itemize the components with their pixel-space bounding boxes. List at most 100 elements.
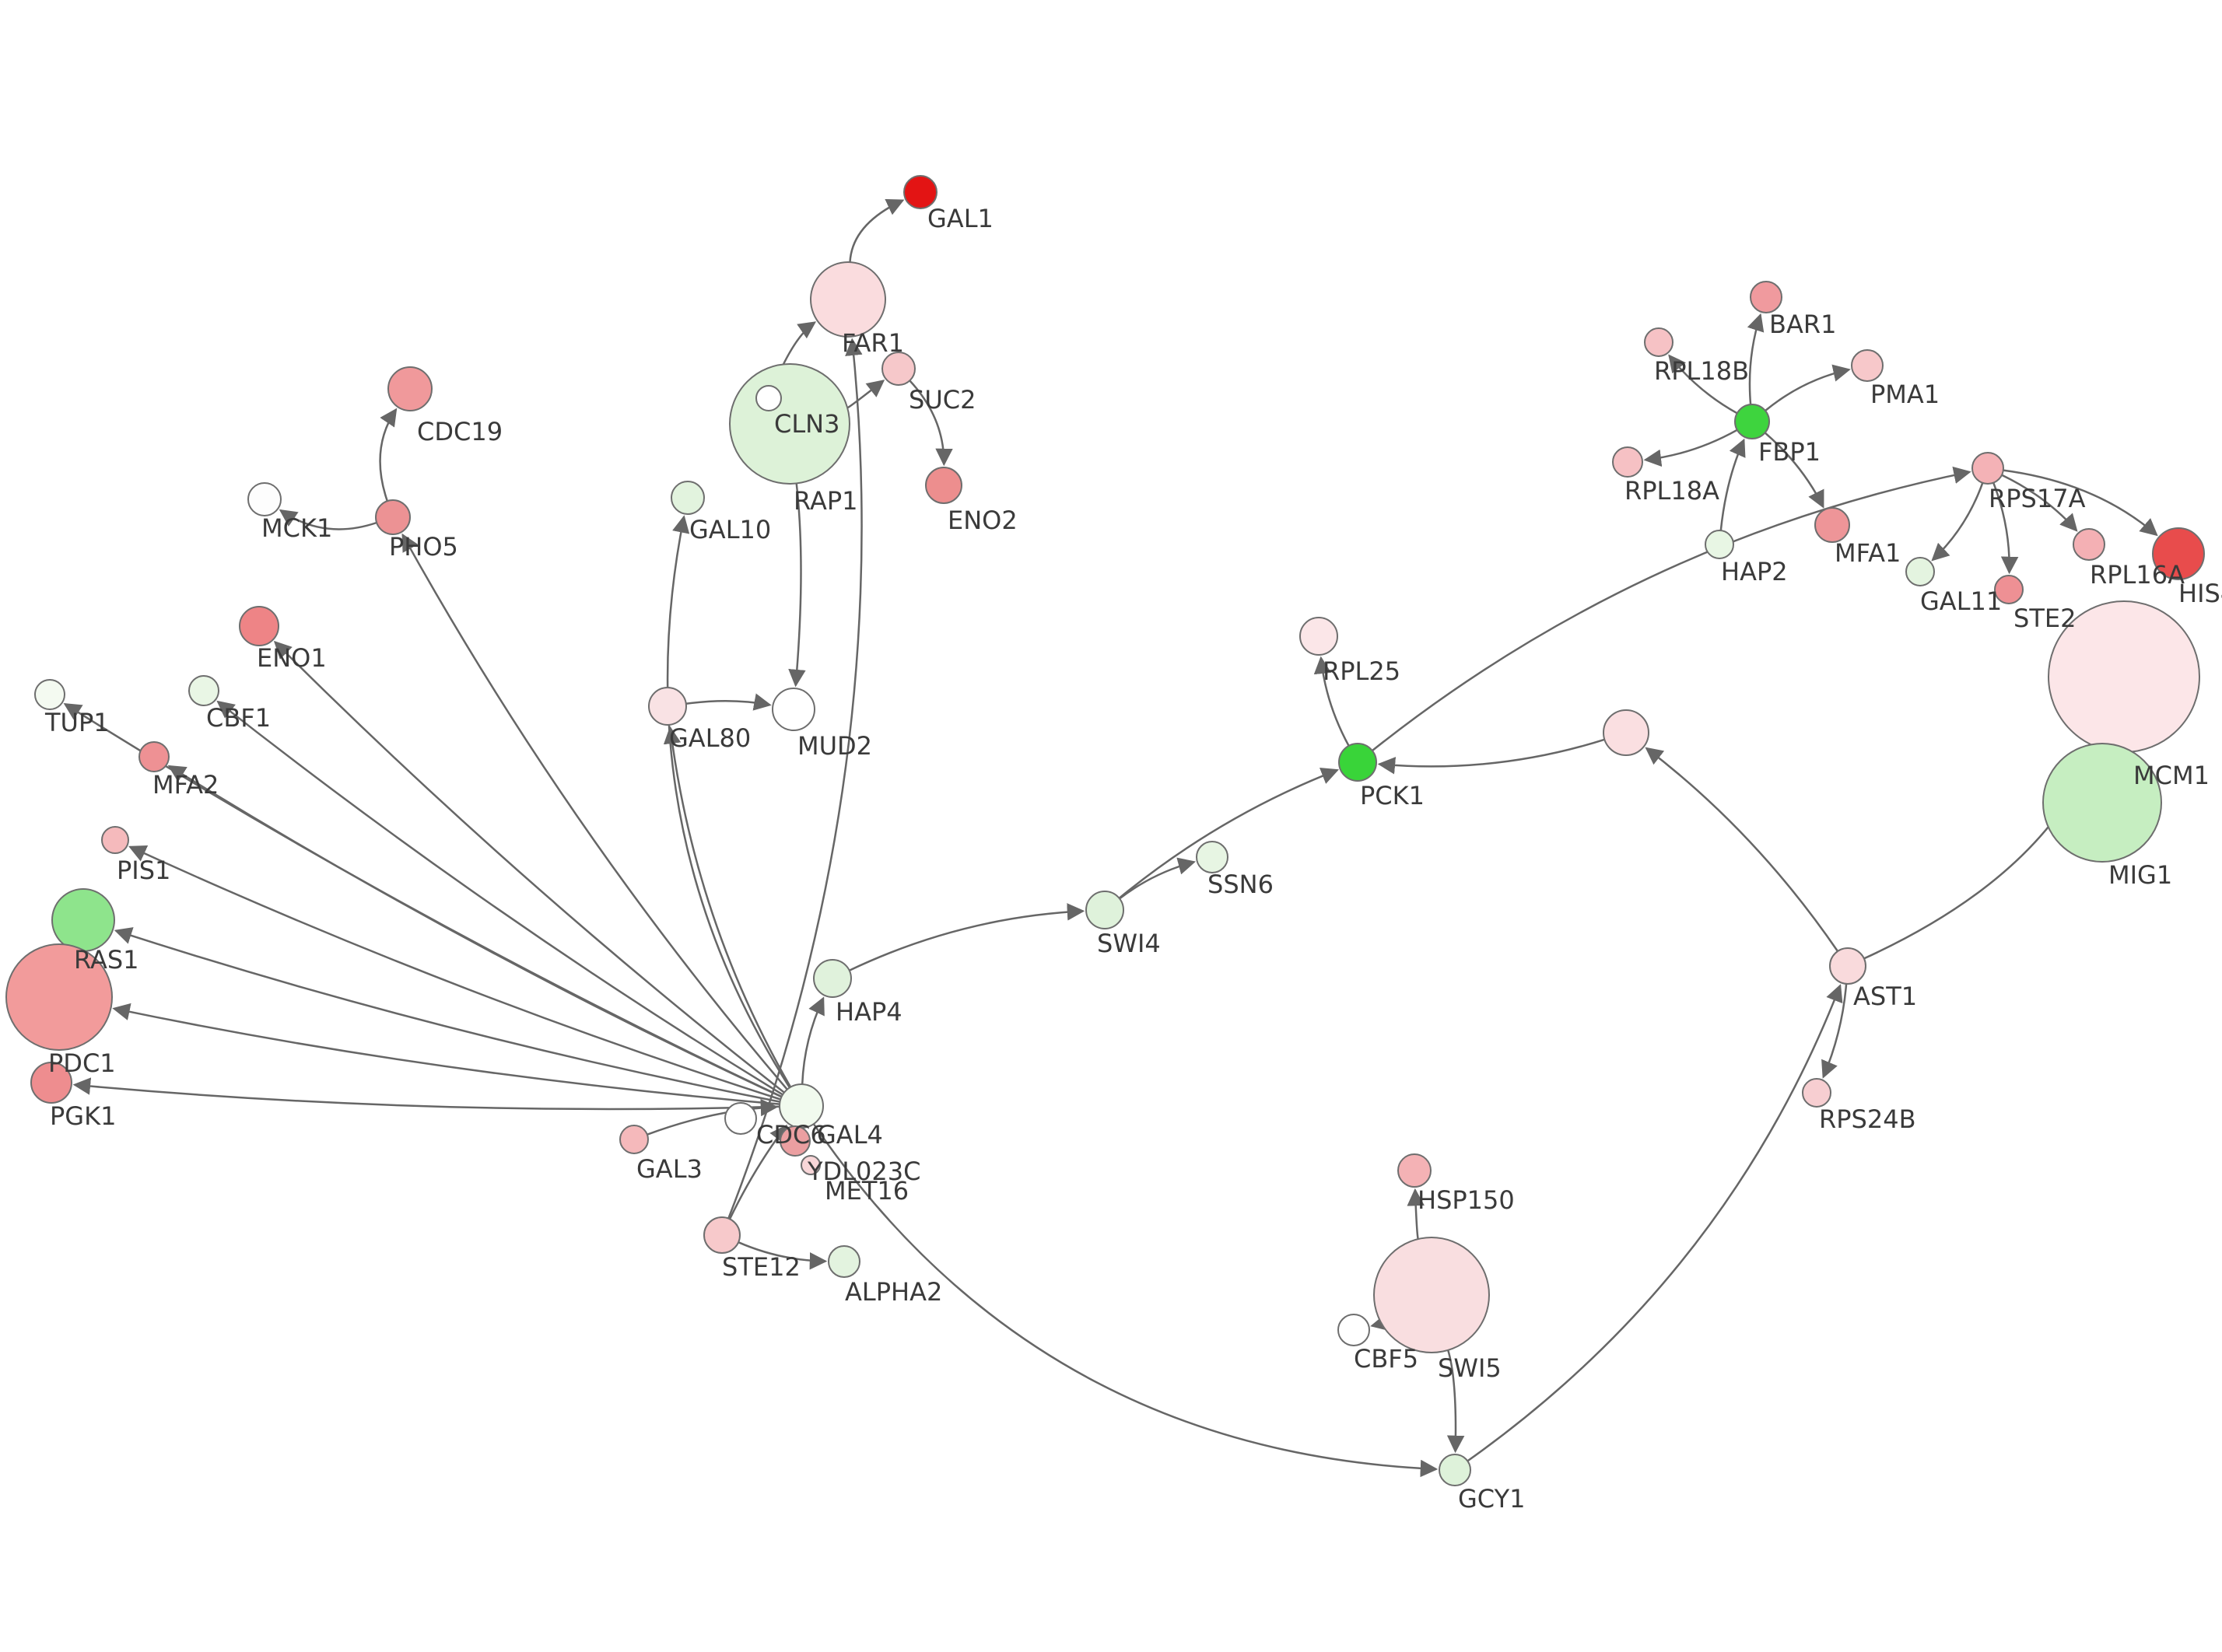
label-rpl18b: RPL18B (1654, 356, 1749, 386)
edge-ste12-alpha2[interactable] (738, 1241, 828, 1270)
edge-gal3-gal4[interactable] (647, 1098, 779, 1136)
node-pis1[interactable] (101, 826, 129, 854)
node-pgk1[interactable] (30, 1062, 72, 1104)
node-gal1[interactable] (903, 175, 938, 209)
edge-pho5-cdc19[interactable] (379, 408, 398, 502)
node-swi4[interactable] (1085, 891, 1124, 929)
node-rps24b[interactable] (1802, 1078, 1831, 1108)
node-gcy1[interactable] (1439, 1454, 1471, 1486)
node-far1[interactable] (810, 261, 886, 338)
node-mig1[interactable] (2042, 743, 2162, 863)
node-mfa2[interactable] (138, 741, 170, 772)
edge-gcy1-ast1[interactable] (1467, 984, 1843, 1462)
node-ast1[interactable] (1829, 947, 1866, 985)
edge-rps17a-his4[interactable] (2003, 469, 2158, 537)
node-mfa1[interactable] (1814, 507, 1850, 543)
edge-rps17a-gal11[interactable] (1931, 482, 1984, 562)
edge-gal4-gal80[interactable] (663, 726, 792, 1088)
node-eno1[interactable] (239, 606, 279, 646)
node-hap2[interactable] (1705, 530, 1734, 559)
node-node_x[interactable] (1603, 709, 1649, 756)
edge-fbp1-bar1[interactable] (1747, 313, 1765, 405)
node-mck1[interactable] (247, 482, 282, 516)
edge-fbp1-rpl18a[interactable] (1643, 429, 1738, 467)
node-fbp1[interactable] (1734, 404, 1770, 439)
edge-ste12-gal4[interactable] (728, 1124, 787, 1220)
edge-swi5-gcy1[interactable] (1446, 1349, 1465, 1454)
node-hsp150[interactable] (1397, 1153, 1432, 1188)
edge-pho5-mck1[interactable] (279, 509, 377, 530)
node-gal11[interactable] (1905, 557, 1935, 586)
node-pdc1[interactable] (5, 943, 113, 1051)
node-gal80[interactable] (648, 687, 687, 726)
edge-pck1-rpl25[interactable] (1313, 656, 1350, 747)
edge-ste12-far1[interactable] (727, 338, 863, 1220)
edge-rap1-suc2[interactable] (846, 380, 885, 409)
node-gal3[interactable] (619, 1125, 649, 1154)
label-mfa1: MFA1 (1835, 538, 1901, 568)
edge-gal80-mud2[interactable] (685, 693, 772, 711)
node-his4[interactable] (2152, 527, 2205, 580)
node-swi5[interactable] (1373, 1237, 1490, 1353)
node-met16[interactable] (801, 1155, 821, 1175)
edge-gal4-tup1[interactable] (63, 703, 783, 1098)
node-tup1[interactable] (34, 679, 65, 710)
edge-pck1-rps17a[interactable] (1372, 466, 1971, 752)
edge-suc2-eno2[interactable] (909, 380, 953, 467)
node-mud2[interactable] (772, 688, 815, 731)
node-rpl18b[interactable] (1644, 327, 1674, 357)
edge-gal4-pdc1[interactable] (112, 1003, 780, 1105)
node-hap4[interactable] (813, 959, 852, 998)
node-ras1[interactable] (51, 888, 115, 952)
node-gal10[interactable] (671, 481, 705, 515)
edge-hap4-swi4[interactable] (849, 903, 1085, 971)
edge-rap1-mud2[interactable] (788, 483, 806, 688)
edge-swi4-pck1[interactable] (1118, 767, 1339, 899)
node-ydl023c[interactable] (780, 1125, 811, 1157)
node-pma1[interactable] (1851, 349, 1884, 382)
node-ssn6[interactable] (1196, 841, 1228, 873)
node-suc2[interactable] (881, 352, 916, 386)
edge-gal4-pho5[interactable] (401, 533, 788, 1090)
edge-fbp1-rpl18b[interactable] (1668, 354, 1738, 415)
node-ste2[interactable] (1994, 575, 2024, 604)
edge-gal4-gcy1[interactable] (812, 1123, 1439, 1478)
edge-ast1-rps24b[interactable] (1821, 983, 1848, 1079)
edge-gal4-mfa2[interactable] (167, 765, 783, 1098)
edge-gal4-eno1[interactable] (273, 640, 785, 1094)
node-cbf1[interactable] (188, 675, 219, 706)
edge-rps17a-ste2[interactable] (1992, 482, 2019, 575)
node-cbf5[interactable] (1337, 1314, 1370, 1346)
edge-rps17a-rpl16a[interactable] (2001, 474, 2078, 532)
edge-gal4-pgk1[interactable] (72, 1077, 780, 1111)
edge-swi4-ssn6[interactable] (1119, 857, 1196, 900)
label-pck1: PCK1 (1360, 781, 1425, 810)
node-rpl18a[interactable] (1612, 446, 1643, 478)
edge-gal4-hap4[interactable] (801, 996, 825, 1085)
edge-gal4-pis1[interactable] (128, 845, 781, 1101)
node-bar1[interactable] (1750, 281, 1782, 313)
node-cln3[interactable] (755, 385, 782, 411)
node-cdc19[interactable] (387, 366, 433, 411)
node-alpha2[interactable] (828, 1245, 860, 1278)
node-pho5[interactable] (375, 499, 411, 535)
edge-fbp1-mfa1[interactable] (1764, 432, 1824, 509)
node-rps17a[interactable] (1971, 452, 2004, 485)
node-rpl25[interactable] (1299, 617, 1338, 656)
label-gcy1: GCY1 (1458, 1484, 1525, 1514)
edge-ast1-node_x[interactable] (1645, 747, 1839, 952)
node-eno2[interactable] (925, 467, 962, 504)
node-rpl16a[interactable] (2073, 528, 2105, 561)
edge-fbp1-pma1[interactable] (1765, 364, 1851, 411)
edge-far1-gal1[interactable] (849, 198, 905, 263)
edge-hap2-fbp1[interactable] (1719, 438, 1746, 531)
node-cdc6[interactable] (724, 1102, 757, 1135)
node-pck1[interactable] (1338, 743, 1377, 782)
edge-gal4-gal10[interactable] (666, 515, 791, 1089)
edge-swi5-hsp150[interactable] (1407, 1188, 1425, 1240)
edge-node_x-pck1[interactable] (1377, 738, 1605, 775)
edge-gal4-ras1[interactable] (114, 927, 780, 1103)
label-mud2: MUD2 (797, 731, 872, 761)
edge-gal4-cbf1[interactable] (216, 700, 783, 1096)
node-ste12[interactable] (703, 1216, 741, 1254)
